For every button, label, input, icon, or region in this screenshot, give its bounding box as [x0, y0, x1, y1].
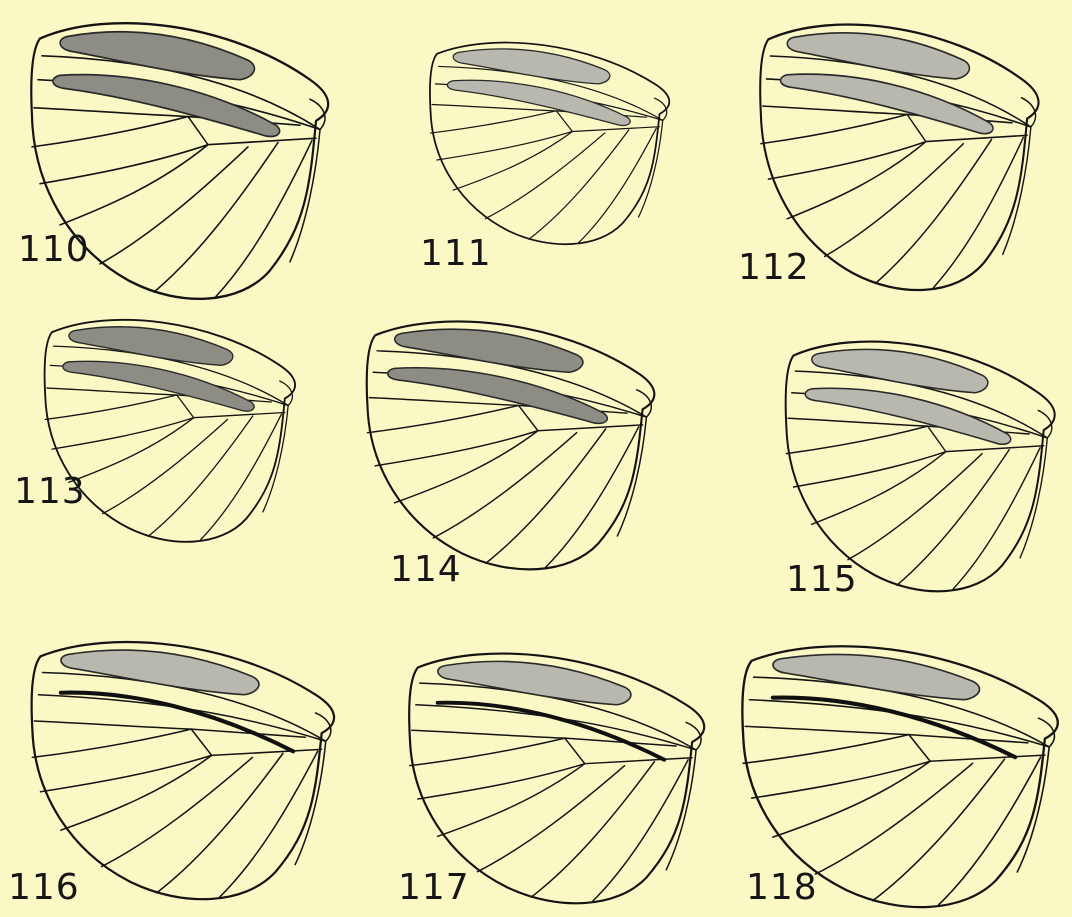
wing-vein — [897, 450, 1009, 585]
wing-vein — [848, 454, 982, 560]
wing-vein — [477, 766, 624, 872]
figure-number-118: 118 — [746, 870, 818, 906]
figure-number-112: 112 — [738, 250, 810, 286]
wing-vein — [812, 452, 946, 525]
wing-figure-114 — [350, 306, 660, 574]
wing-figure-111 — [416, 30, 674, 248]
wing-vein — [32, 729, 191, 757]
wing-vein — [761, 114, 907, 143]
wing-vein — [102, 757, 253, 866]
wing-vein — [395, 431, 538, 503]
androconial-patch-lower — [63, 361, 254, 411]
wing-vein — [786, 426, 927, 453]
wing-vein — [486, 429, 606, 563]
wing-group — [367, 321, 655, 569]
wing-vein — [750, 700, 1050, 747]
wing-vein — [61, 755, 212, 830]
wing-vein — [453, 131, 572, 190]
wing-vein — [529, 130, 629, 239]
wing-vein — [431, 111, 557, 133]
wing-vein — [367, 405, 518, 432]
wing-vein — [45, 395, 177, 419]
wing-vein — [743, 735, 909, 764]
wing-vein — [773, 761, 930, 837]
androconial-patch-lower — [805, 388, 1010, 444]
wing-vein — [438, 764, 585, 837]
androconial-patch-lower — [781, 74, 994, 133]
wing-vein — [531, 762, 654, 897]
figure-number-117: 117 — [398, 870, 470, 906]
figure-number-116: 116 — [8, 870, 80, 906]
wing-figure-116 — [14, 626, 340, 904]
wing-group — [786, 342, 1055, 592]
androconial-patch-lower — [447, 80, 630, 125]
wing-group — [409, 654, 704, 904]
figure-number-113: 113 — [14, 474, 86, 510]
wing-vein — [154, 143, 278, 293]
wing-vein — [60, 145, 208, 225]
wing-vein — [100, 147, 248, 264]
wing-vein — [148, 416, 253, 536]
wing-vein — [875, 139, 991, 283]
figure-number-115: 115 — [786, 562, 858, 598]
wing-vein — [157, 753, 283, 893]
wing-group — [32, 642, 334, 899]
wing-vein — [416, 705, 696, 750]
androconial-patch-lower — [53, 75, 280, 137]
wing-vein — [32, 117, 188, 147]
wing-vein — [485, 133, 604, 219]
wing-vein — [410, 738, 565, 765]
wing-vein — [815, 763, 972, 874]
wing-vein — [825, 144, 964, 257]
figure-number-110: 110 — [18, 232, 90, 268]
wing-vein — [787, 142, 926, 219]
wing-figure-115 — [770, 326, 1060, 596]
figure-number-114: 114 — [390, 552, 462, 588]
wing-group — [430, 43, 669, 245]
figure-number-111: 111 — [420, 236, 492, 272]
wing-vein — [69, 418, 194, 483]
androconial-patch-lower — [388, 368, 608, 424]
wing-vein — [433, 433, 576, 538]
wing-vein — [873, 759, 1005, 901]
wing-vein — [103, 419, 228, 513]
wing-vein — [38, 695, 325, 742]
